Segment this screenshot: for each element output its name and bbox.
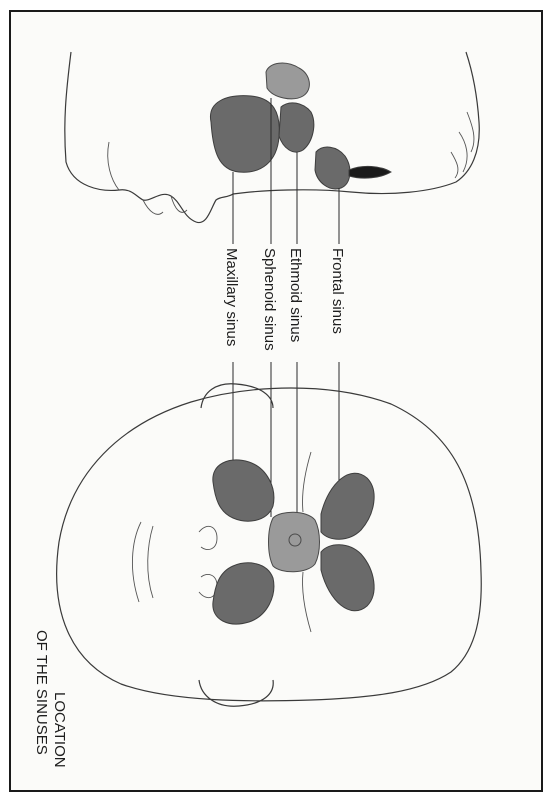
sinus-diagram: Frontal sinus Ethmoid sinus Sphenoid sin…	[11, 12, 543, 792]
front-ear-bottom	[199, 680, 273, 706]
front-brow-bottom	[302, 572, 311, 632]
side-profile-head	[65, 52, 479, 223]
label-ethmoid-sinus: Ethmoid sinus	[287, 248, 304, 342]
label-frontal-sinus: Frontal sinus	[329, 248, 346, 334]
front-sphenoid-sinus	[289, 534, 301, 546]
front-frontal-sinus-bottom	[321, 545, 374, 611]
front-brow-top	[302, 452, 311, 512]
front-view-head	[57, 384, 482, 706]
profile-sphenoid-sinus	[266, 63, 309, 99]
profile-maxillary-sinus	[210, 96, 279, 173]
title-line-2: OF THE SINUSES	[33, 630, 50, 755]
profile-frontal-sinus	[315, 147, 350, 189]
profile-hair	[451, 112, 474, 178]
label-sphenoid-sinus: Sphenoid sinus	[261, 248, 278, 351]
sinus-labels: Frontal sinus Ethmoid sinus Sphenoid sin…	[223, 248, 346, 351]
title-line-1: LOCATION	[51, 692, 68, 768]
front-frontal-sinus-top	[321, 473, 374, 539]
title-group: LOCATION OF THE SINUSES	[33, 630, 68, 768]
profile-frontal-tip	[349, 166, 391, 178]
diagram-frame: Frontal sinus Ethmoid sinus Sphenoid sin…	[9, 10, 543, 792]
label-maxillary-sinus: Maxillary sinus	[223, 248, 240, 346]
profile-chin	[108, 142, 119, 190]
profile-ethmoid-sinus	[279, 103, 314, 152]
front-nose	[199, 526, 217, 597]
front-ear-top	[201, 384, 273, 408]
front-mouth	[132, 522, 153, 602]
front-maxillary-sinus-bottom	[213, 563, 274, 624]
front-maxillary-sinus-top	[213, 460, 274, 521]
